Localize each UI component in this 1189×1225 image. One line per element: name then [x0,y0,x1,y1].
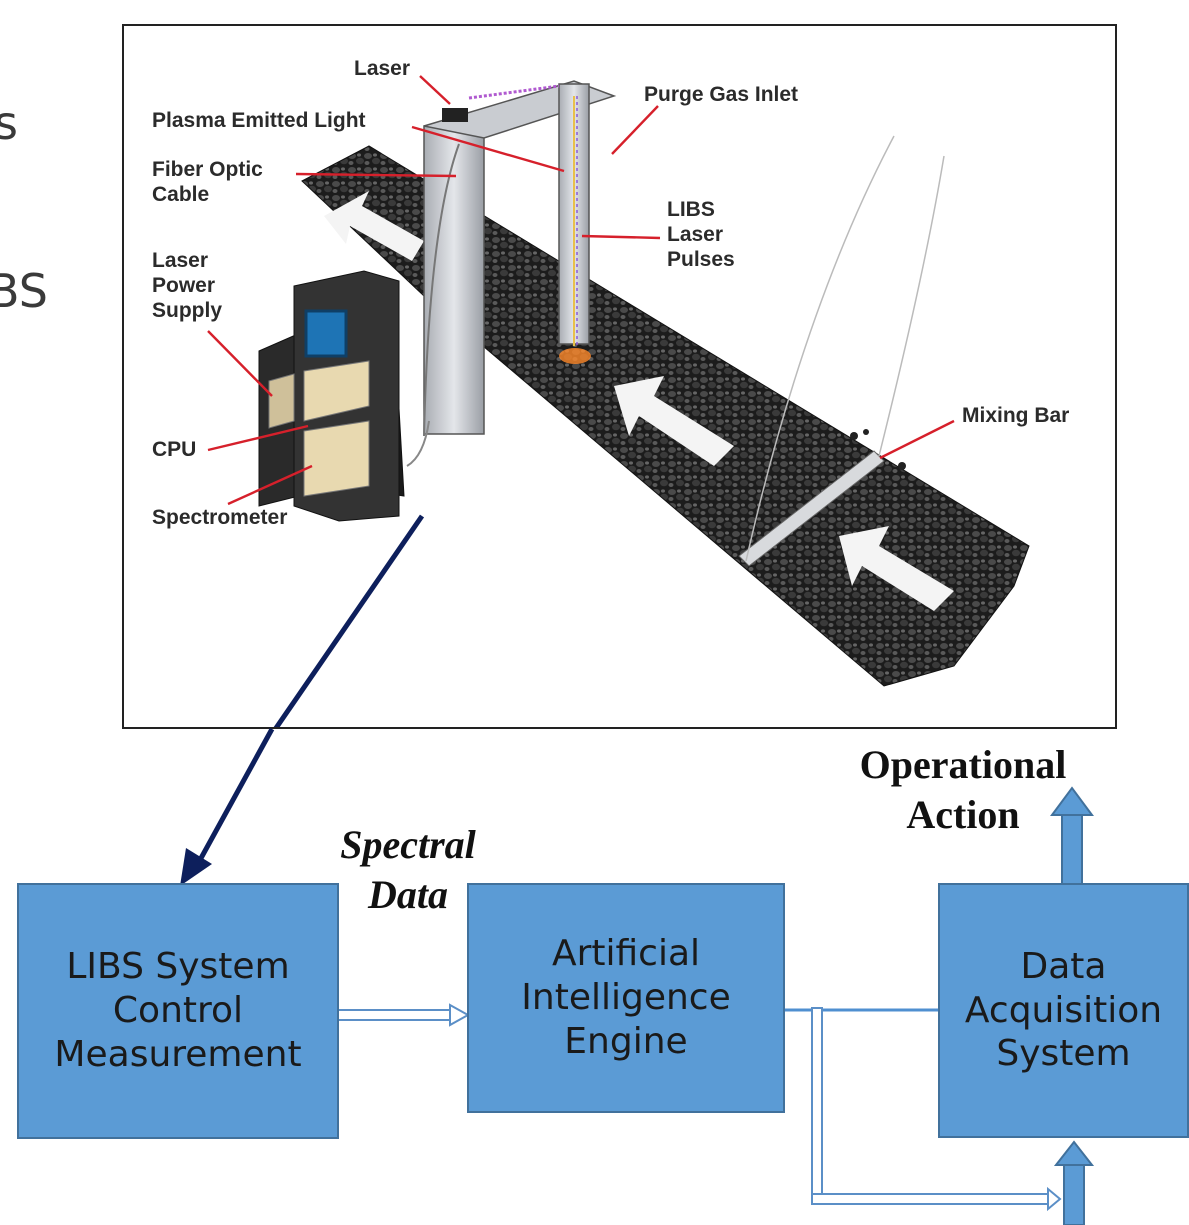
label-mixing-bar: Mixing Bar [962,404,1070,427]
spectral-data-label: Spectral Data [340,822,476,917]
mixing-bar [738,135,945,567]
data-acquisition-box: Data Acquisition System [938,883,1189,1138]
navy-arrowhead [180,848,212,886]
label-laser: Laser [354,57,411,80]
belt-arrow-3 [839,526,954,611]
gantry-frame [406,80,617,467]
label-laser-power-supply: Laser Power Supply [152,249,223,323]
cut-off-text-top: s [0,96,18,150]
callout-lines [207,75,955,506]
monitor-screen [304,309,348,358]
label-fiber-optic-cable: Fiber Optic Cable [152,158,263,207]
label-plasma-emitted-light: Plasma Emitted Light [152,109,366,132]
plasma-spot [559,348,591,364]
control-cabinet [258,270,405,522]
data-link-arrow-upper [273,514,425,727]
label-purge-gas-inlet: Purge Gas Inlet [644,83,799,106]
apparatus-illustration [207,75,1030,727]
libs-apparatus-figure: Laser Plasma Emitted Light Fiber Optic C… [122,24,1117,729]
operational-action-label: Operational Action [859,742,1067,837]
belt-arrow-2 [614,376,734,466]
laser-head [442,108,468,122]
ai-engine-box: Artificial Intelligence Engine [467,883,785,1113]
label-libs-laser-pulses: LIBS Laser Pulses [667,198,735,272]
label-spectrometer: Spectrometer [152,506,288,529]
libs-system-control-box: LIBS System Control Measurement [17,883,339,1139]
label-cpu: CPU [152,438,197,461]
cut-off-text-mid: BS [0,264,48,318]
belt-arrow-1 [324,191,424,261]
